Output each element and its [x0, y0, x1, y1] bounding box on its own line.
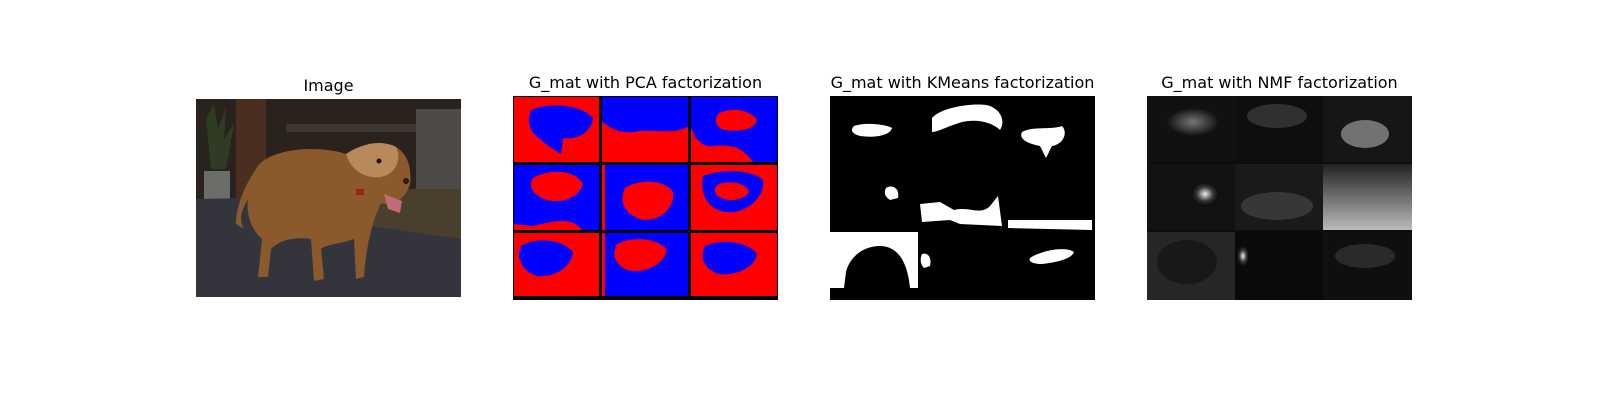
panel-title: G_mat with PCA factorization [528, 73, 763, 92]
panel-title: Image [303, 76, 354, 95]
panel-title: G_mat with KMeans factorization [830, 73, 1095, 92]
pca-factor-map [513, 96, 778, 300]
panel-kmeans: G_mat with KMeans factorization [830, 72, 1095, 302]
dog-photo [196, 99, 461, 297]
panel-title: G_mat with NMF factorization [1161, 73, 1398, 92]
panel-image: Image [196, 72, 461, 300]
panel-nmf: G_mat with NMF factorization [1147, 72, 1412, 302]
nmf-factor-map [1147, 96, 1412, 300]
panel-pca: G_mat with PCA factorization [513, 72, 778, 302]
kmeans-factor-map [830, 96, 1095, 300]
